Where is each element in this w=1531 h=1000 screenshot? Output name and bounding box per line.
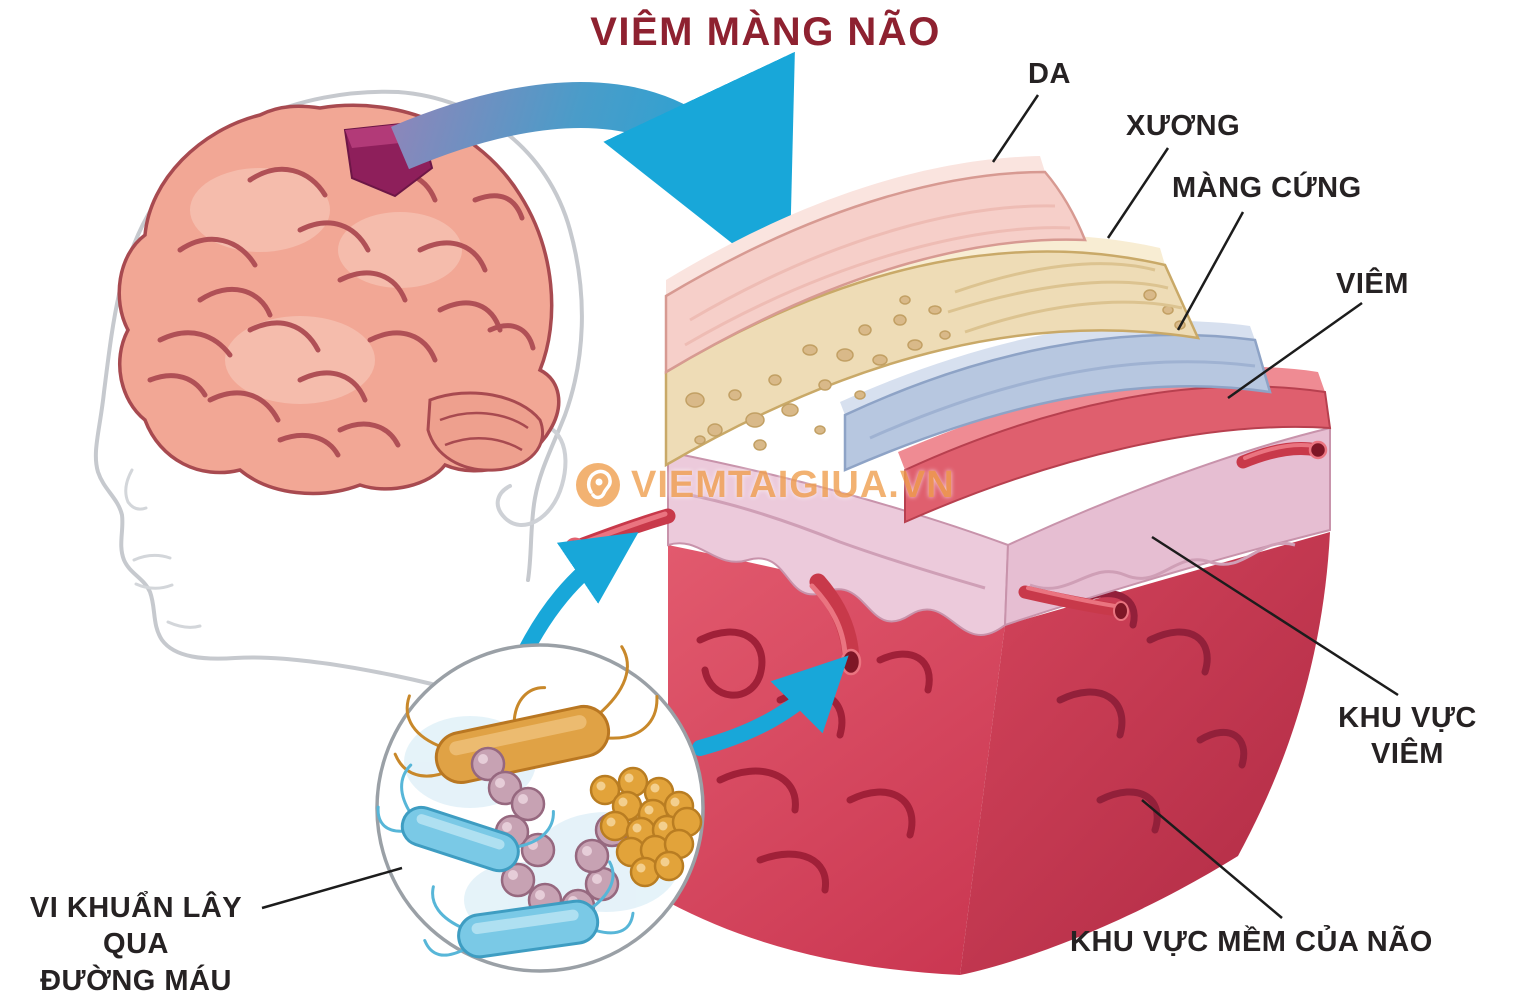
label-skin: DA <box>1028 58 1071 90</box>
pointer-line-inflamed-area <box>1151 535 1399 697</box>
page-title: VIÊM MÀNG NÃO <box>590 10 941 54</box>
label-bone: XƯƠNG <box>1126 110 1241 142</box>
brain-tissue-layer <box>668 532 1330 975</box>
nose-line <box>124 468 148 511</box>
lower-lip-line <box>134 582 174 590</box>
pointer-line-inflammation <box>1227 301 1363 400</box>
bone-pores <box>685 289 1186 451</box>
chin-line <box>166 620 202 629</box>
blood-vessel-top-right <box>1236 440 1328 469</box>
bacterium-rod-blue-2 <box>423 860 635 959</box>
membrane-layer <box>667 426 1331 636</box>
pointer-line-bone <box>1106 147 1170 239</box>
pointer-line-dura <box>1176 211 1245 331</box>
ear-outline <box>495 422 568 527</box>
cerebellum <box>426 391 545 472</box>
bacteria-inset <box>375 643 705 973</box>
upper-lip-line <box>132 553 172 562</box>
label-inflamed-area-line1: KHU VỰC <box>1338 702 1477 734</box>
label-bacteria-line2: ĐƯỜNG MÁU <box>40 964 232 997</box>
label-soft-brain-area: KHU VỰC MỀM CỦA NÃO <box>1070 926 1433 958</box>
blood-flow-arrow <box>391 51 795 289</box>
brain-gyri <box>147 166 536 458</box>
label-inflamed-area-line2: VIÊM <box>1371 738 1444 771</box>
label-inflammation: VIÊM <box>1336 268 1409 300</box>
dura-layer <box>840 321 1272 472</box>
pointer-line-bacteria <box>261 866 403 910</box>
pointer-lines <box>261 94 1399 919</box>
blood-vessel-side <box>1018 585 1129 621</box>
pointer-line-skin <box>991 94 1040 163</box>
pointer-line-soft-brain <box>1141 799 1283 919</box>
bacterium-rod-blue-1 <box>376 763 555 873</box>
bacteria-cluster-gold <box>589 766 703 888</box>
label-bacteria-line1: VI KHUẨN LÂY QUA <box>29 892 243 961</box>
bacteria-arrow-2 <box>692 655 849 756</box>
label-inflamed-area: KHU VỰC VIÊM <box>1330 700 1485 773</box>
label-bacteria: VI KHUẨN LÂY QUA ĐƯỜNG MÁU <box>0 890 272 999</box>
skin-layer <box>664 156 1087 375</box>
brain-illustration <box>117 103 561 496</box>
tissue-block <box>564 156 1332 975</box>
bone-fibers <box>947 262 1183 334</box>
label-dura: MÀNG CỨNG <box>1172 172 1362 204</box>
